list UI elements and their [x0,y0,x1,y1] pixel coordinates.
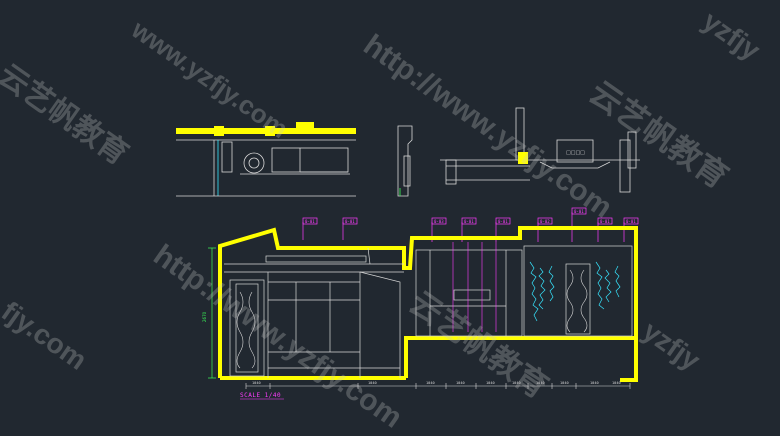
dim-10: 1040 [612,381,621,385]
left-carving [236,291,256,369]
tag-1: 0-01 [305,219,315,224]
plaque-text: □□□□ [566,150,585,156]
elevation-linework [224,245,633,378]
dim-2: 1040 [368,381,377,385]
section-view-right: □□□□ [440,107,640,193]
tag-9: 0-01 [626,219,636,224]
scale-label: SCALE 1/40 [240,392,282,399]
cad-canvas: □□□□ 0-01 0-01 0-03 0-01 0-01 0-02 0-01 … [0,5,766,435]
tag-3: 0-03 [434,219,444,224]
dim-3: 1040 [426,381,435,385]
section-view-left [176,122,356,197]
tag-7: 0-01 [574,209,584,214]
height-label: 2670 [202,311,207,322]
tag-4: 0-01 [464,219,474,224]
dim-6: 1040 [512,381,521,385]
cad-drawing: □□□□ 0-01 0-01 0-03 0-01 0-01 0-02 0-01 … [176,107,640,400]
tag-5: 0-01 [498,219,508,224]
dim-8: 1040 [560,381,569,385]
cyan-decor [529,261,621,322]
left-dimension [208,247,216,379]
tag-6: 0-02 [540,219,550,224]
dim-9: 1040 [590,381,599,385]
bottom-dimension-labels: 1040 1040 1040 1040 1040 1040 1040 1040 … [252,381,621,385]
section-detail-mid [397,125,413,197]
center-carving [566,269,588,333]
wall-outline [218,226,638,382]
tag-8: 0-01 [600,219,610,224]
dim-5: 1040 [486,381,495,385]
dim-7: 1040 [536,381,545,385]
tag-2: 0-01 [345,219,355,224]
tag-row [302,207,639,242]
tag-labels: 0-01 0-01 0-03 0-01 0-01 0-02 0-01 0-01 … [305,209,636,224]
bottom-dimensions [245,383,631,389]
dim-4: 1040 [456,381,465,385]
dim-1: 1040 [252,381,261,385]
magenta-lines [452,242,497,332]
